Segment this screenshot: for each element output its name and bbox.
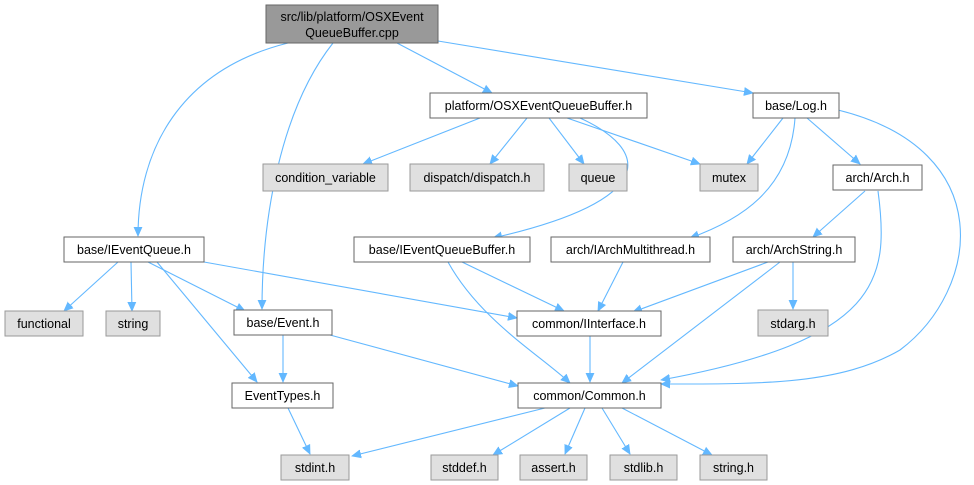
node-iarchmultithread-h[interactable]: arch/IArchMultithread.h	[550, 236, 711, 263]
node-iinterface-h-label: common/IInterface.h	[532, 317, 646, 331]
node-arch-h-label: arch/Arch.h	[846, 171, 910, 185]
edge-common-to-stddef-h	[493, 407, 571, 455]
node-mutex[interactable]: mutex	[699, 163, 759, 192]
edge-ieventqueue-to-functional	[64, 261, 119, 311]
edge-common-to-stdlib-h	[601, 407, 630, 454]
node-assert-h-label: assert.h	[531, 461, 576, 475]
node-functional[interactable]: functional	[4, 310, 84, 337]
node-archstring-h-label: arch/ArchString.h	[746, 243, 843, 257]
node-log-h[interactable]: base/Log.h	[752, 92, 840, 119]
node-root-osx-event-queue-buffer-cpp[interactable]: src/lib/platform/OSXEvent QueueBuffer.cp…	[265, 4, 439, 44]
node-arch-h[interactable]: arch/Arch.h	[832, 164, 923, 191]
edge-osx-to-mutex	[566, 117, 700, 164]
node-string-h[interactable]: string.h	[699, 454, 768, 481]
node-assert-h[interactable]: assert.h	[519, 454, 588, 481]
node-eventtypes-h-label: EventTypes.h	[245, 389, 321, 403]
node-root-label-line2: QueueBuffer.cpp	[305, 26, 399, 40]
node-stdlib-h-label: stdlib.h	[624, 461, 664, 475]
node-eventtypes-h[interactable]: EventTypes.h	[231, 382, 334, 409]
nodes: src/lib/platform/OSXEvent QueueBuffer.cp…	[4, 4, 923, 481]
node-iinterface-h[interactable]: common/IInterface.h	[516, 310, 662, 337]
edge-arch-to-archstring-h	[813, 190, 866, 237]
node-stdlib-h[interactable]: stdlib.h	[609, 454, 678, 481]
edge-log-to-common-h	[661, 109, 961, 384]
edge-common-to-string-h	[621, 407, 712, 456]
node-ieventqueuebuffer-h-label: base/IEventQueueBuffer.h	[369, 243, 515, 257]
node-root-label-line1: src/lib/platform/OSXEvent	[280, 10, 424, 24]
node-log-h-label: base/Log.h	[765, 99, 827, 113]
node-dispatch-h[interactable]: dispatch/dispatch.h	[409, 163, 545, 192]
node-queue[interactable]: queue	[568, 163, 628, 192]
node-functional-label: functional	[17, 317, 71, 331]
node-stddef-h-label: stddef.h	[442, 461, 487, 475]
edge-ieventqueuebuffer-to-iinterface-h	[461, 261, 564, 312]
edge-root-to-ieventqueue-h	[138, 42, 289, 236]
edge-archstring-to-iinterface-h	[633, 261, 769, 312]
edge-event-to-common-h	[329, 334, 518, 386]
edge-eventtypes-to-stdint-h	[287, 407, 311, 454]
node-archstring-h[interactable]: arch/ArchString.h	[732, 236, 856, 263]
node-condition-variable[interactable]: condition_variable	[262, 163, 389, 192]
node-osx-event-queue-buffer-h-label: platform/OSXEventQueueBuffer.h	[445, 99, 632, 113]
node-dispatch-h-label: dispatch/dispatch.h	[423, 171, 530, 185]
node-stddef-h[interactable]: stddef.h	[430, 454, 499, 481]
node-stdarg-h[interactable]: stdarg.h	[757, 309, 829, 337]
node-string-label: string	[118, 317, 149, 331]
edge-ieventqueue-to-iinterface-h	[203, 261, 517, 318]
edge-osx-to-condition-variable	[363, 117, 481, 164]
edges	[64, 40, 961, 456]
edge-log-to-arch-h	[806, 117, 860, 164]
node-condition-variable-label: condition_variable	[275, 171, 376, 185]
node-ieventqueue-h-label: base/IEventQueue.h	[77, 243, 191, 257]
node-common-h[interactable]: common/Common.h	[517, 382, 662, 409]
edge-common-to-assert-h	[564, 407, 586, 454]
edge-log-to-iarchmultithread-h	[690, 117, 796, 238]
edge-arch-to-common-h	[661, 190, 882, 380]
edge-osx-to-queue	[548, 117, 584, 164]
node-ieventqueue-h[interactable]: base/IEventQueue.h	[63, 236, 205, 263]
edge-log-to-mutex	[747, 117, 784, 164]
node-ieventqueuebuffer-h[interactable]: base/IEventQueueBuffer.h	[353, 236, 531, 263]
edge-ieventqueuebuffer-to-common-h	[447, 261, 570, 383]
edge-osx-to-dispatch-h	[490, 117, 528, 164]
node-mutex-label: mutex	[712, 171, 747, 185]
node-iarchmultithread-h-label: arch/IArchMultithread.h	[566, 243, 695, 257]
node-queue-label: queue	[581, 171, 616, 185]
node-event-h[interactable]: base/Event.h	[233, 309, 333, 336]
edge-common-to-stdint-h	[352, 407, 546, 456]
node-osx-event-queue-buffer-h[interactable]: platform/OSXEventQueueBuffer.h	[429, 92, 648, 119]
edge-iarchmultithread-to-iinterface-h	[597, 261, 624, 311]
node-stdint-h-label: stdint.h	[295, 461, 335, 475]
node-event-h-label: base/Event.h	[247, 316, 320, 330]
node-string-h-label: string.h	[713, 461, 754, 475]
edge-ieventqueue-to-string	[131, 261, 132, 311]
edge-archstring-to-common-h	[622, 261, 781, 383]
node-string[interactable]: string	[105, 310, 161, 337]
node-stdarg-h-label: stdarg.h	[770, 317, 815, 331]
node-stdint-h[interactable]: stdint.h	[280, 454, 350, 481]
edge-root-to-log-h	[437, 40, 753, 93]
node-common-h-label: common/Common.h	[533, 389, 646, 403]
edge-ieventqueue-to-eventtypes-h	[156, 261, 257, 382]
edge-root-to-osx-queue-buffer-h	[396, 42, 492, 94]
